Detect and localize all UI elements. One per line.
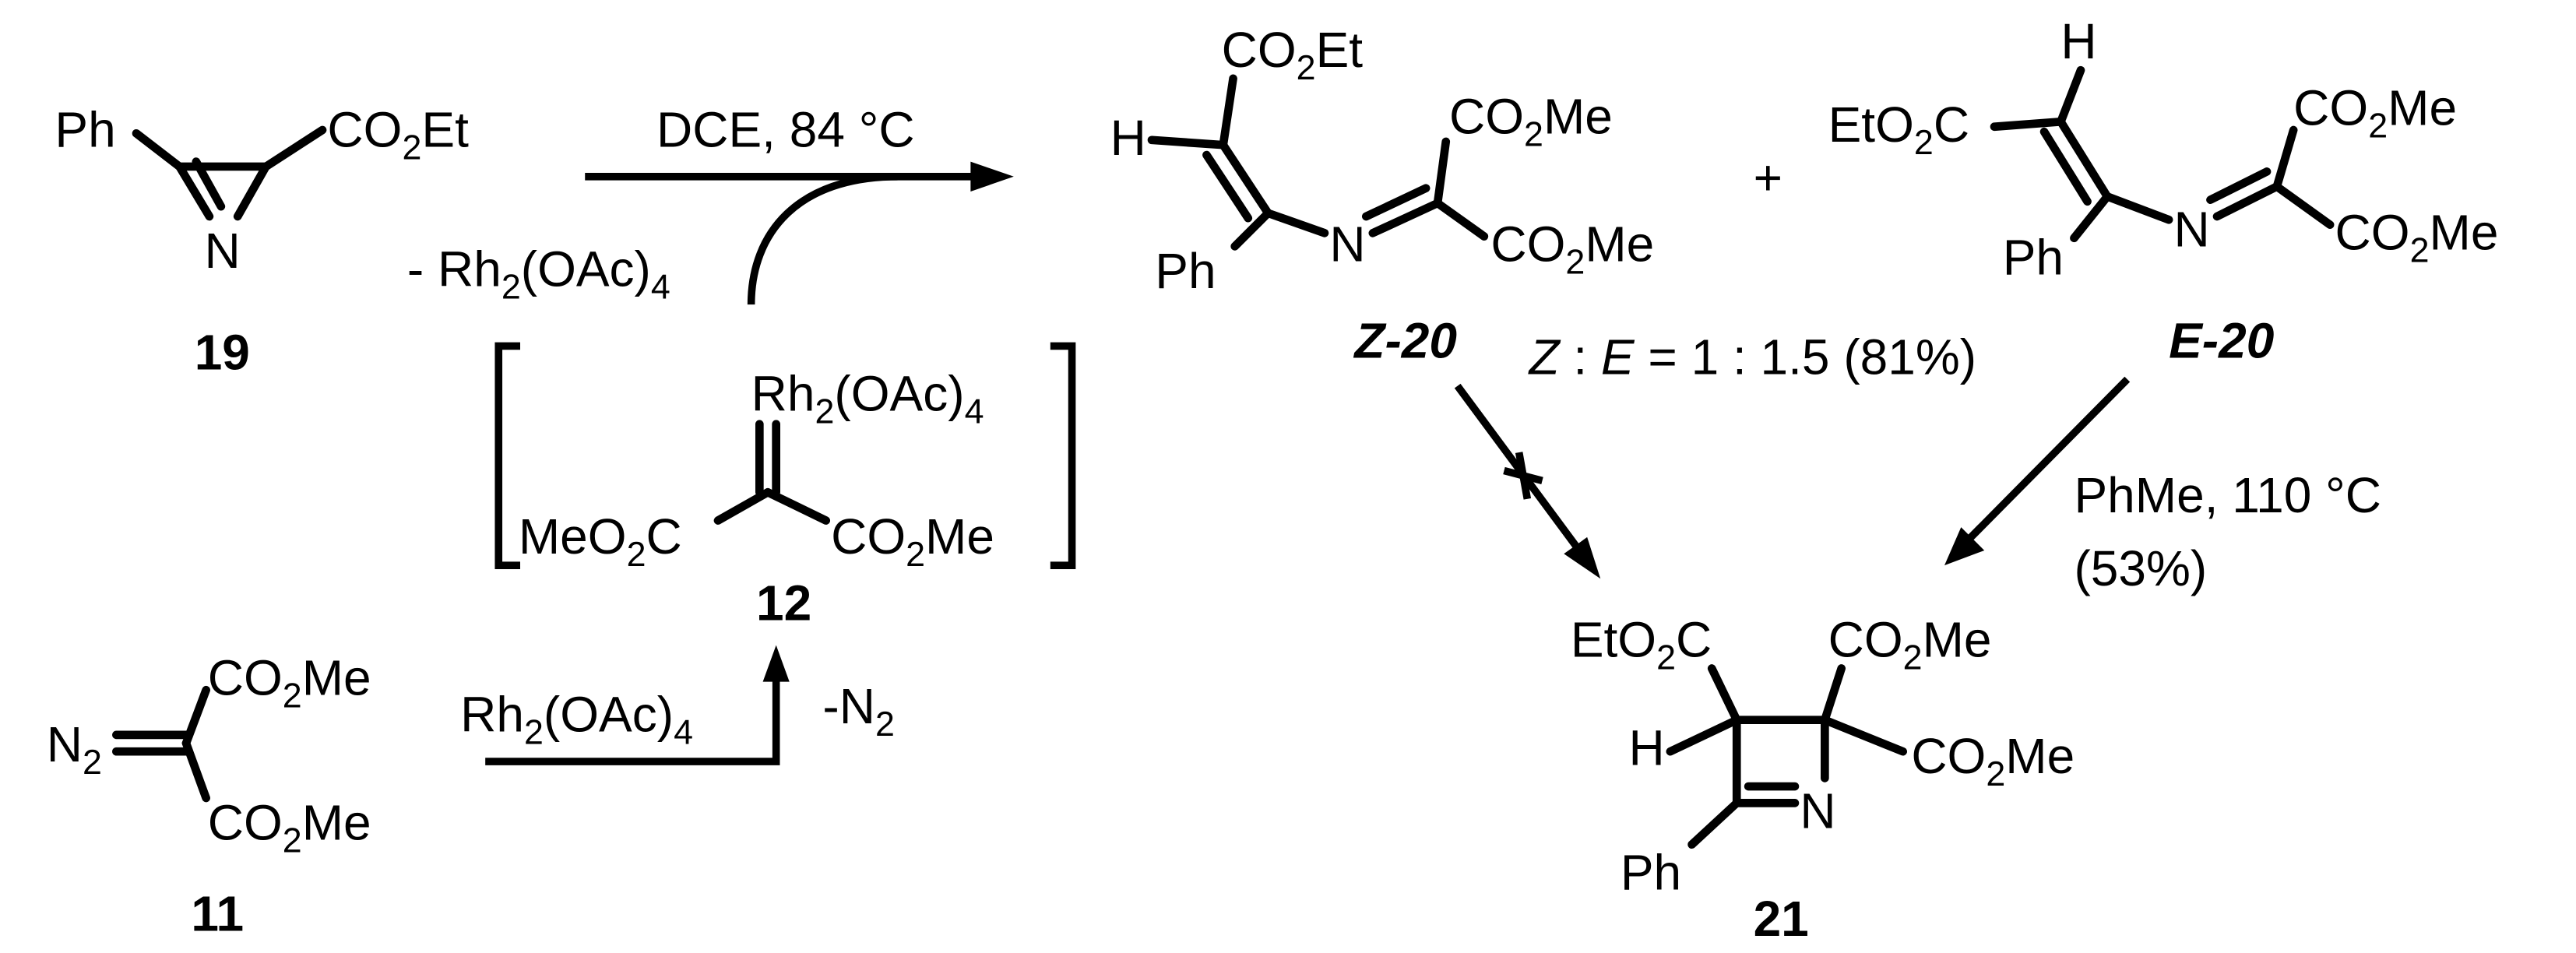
- bond: [1147, 135, 1228, 149]
- bond: [1433, 199, 1489, 241]
- bond: [1368, 199, 1442, 237]
- compound-Z-20: CO2Et H Ph N CO2Me CO2Me Z-20: [1110, 22, 1655, 368]
- cross-mark: [1515, 452, 1532, 500]
- bond: [1219, 74, 1237, 149]
- reaction-arrow-e20: PhMe, 110 °C (53%): [1944, 376, 2381, 596]
- ester-label-co2me: CO2Me: [2293, 80, 2457, 146]
- compound-number: 21: [1754, 891, 1809, 947]
- ester-label-co2me: CO2Me: [1828, 612, 1992, 677]
- azetine-nitrogen: N: [1800, 782, 1835, 839]
- phenyl-label: Ph: [2003, 230, 2064, 286]
- compound-number: 11: [191, 886, 244, 942]
- bond: [1821, 664, 1846, 724]
- ester-label-co2me: CO2Me: [208, 650, 371, 716]
- imine-nitrogen: N: [1329, 216, 1365, 273]
- bond: [181, 739, 210, 803]
- compound-11: N2 CO2Me CO2Me 11: [47, 650, 371, 942]
- ester-label-co2me: CO2Me: [831, 508, 994, 574]
- condition-yield: (53%): [2074, 540, 2207, 596]
- intermediate-12: Rh2(OAc)4 MeO2C CO2Me 12: [494, 342, 1076, 631]
- bond: [2070, 192, 2112, 243]
- phenyl-label: Ph: [55, 101, 115, 157]
- bond: [1219, 140, 1272, 218]
- condition-minus-rh: - Rh2(OAc)4: [407, 241, 670, 307]
- left-bracket: [494, 342, 521, 569]
- bond: [1361, 184, 1431, 221]
- condition-dce: DCE, 84 °C: [656, 101, 915, 157]
- bond: [2103, 192, 2173, 224]
- vinyl-hydrogen: H: [2060, 13, 2096, 69]
- ester-label-meo2c: MeO2C: [519, 508, 682, 574]
- bond: [262, 125, 327, 171]
- bond: [2272, 182, 2335, 230]
- bond: [2057, 118, 2112, 201]
- compound-number: Z-20: [1353, 312, 1457, 368]
- compound-E-20: H EtO2C Ph N CO2Me CO2Me E-20: [1828, 13, 2499, 368]
- diazo-label: N2: [47, 716, 102, 782]
- blocked-arrow: [1454, 383, 1601, 579]
- carbene-formation-arrow: Rh2(OAc)4 -N2: [460, 645, 895, 765]
- ester-label-co2me: CO2Me: [208, 794, 371, 860]
- ester-label-co2et: CO2Et: [1222, 22, 1364, 87]
- bond: [2272, 125, 2298, 191]
- rhodium-label: Rh2(OAc)4: [751, 366, 984, 431]
- ester-label-co2me: CO2Me: [2335, 205, 2499, 270]
- ester-label-co2et: CO2Et: [327, 101, 469, 167]
- right-bracket: [1050, 342, 1076, 569]
- bond: [713, 487, 772, 525]
- curved-arrow: [747, 172, 898, 305]
- bond: [1230, 209, 1272, 251]
- condition-rh-catalyst: Rh2(OAc)4: [460, 687, 693, 752]
- bond: [2039, 127, 2092, 206]
- ester-label-co2me: CO2Me: [1449, 88, 1613, 153]
- plus-sign: +: [1754, 149, 1782, 206]
- condition-phme: PhMe, 110 °C: [2074, 467, 2381, 523]
- compound-number: 12: [756, 575, 811, 631]
- compound-number: 19: [195, 324, 250, 380]
- bond: [1264, 209, 1329, 237]
- bond: [2206, 167, 2272, 204]
- bond: [175, 162, 214, 221]
- bond: [1666, 716, 1741, 756]
- condition-minus-n2: -N2: [822, 678, 894, 744]
- ester-label-eto2c: EtO2C: [1828, 97, 1969, 162]
- azirine-nitrogen: N: [205, 223, 241, 279]
- ester-label-eto2c: EtO2C: [1571, 612, 1712, 677]
- bond: [1202, 150, 1253, 223]
- bond: [192, 157, 226, 211]
- bond: [233, 162, 270, 221]
- ring-hydrogen: H: [1629, 719, 1665, 775]
- bond: [2057, 65, 2085, 126]
- bond: [1707, 664, 1741, 724]
- bond: [763, 487, 831, 525]
- phenyl-label: Ph: [1155, 243, 1216, 299]
- ratio-annotation: Z : E = 1 : 1.5 (81%): [1527, 329, 1976, 385]
- bond: [132, 128, 184, 171]
- phenyl-label: Ph: [1621, 844, 1681, 900]
- imine-nitrogen: N: [2174, 201, 2210, 257]
- ester-label-co2me: CO2Me: [1911, 728, 2075, 793]
- compound-21: EtO2C CO2Me H CO2Me N Ph 21: [1571, 612, 2075, 948]
- bond: [1687, 799, 1741, 849]
- compound-number: E-20: [2169, 312, 2274, 368]
- bond: [181, 685, 210, 747]
- bond: [1433, 137, 1451, 208]
- ratio-text: Z : E = 1 : 1.5 (81%): [1527, 329, 1976, 385]
- bond: [2212, 182, 2282, 221]
- compound-19: Ph CO2Et N 19: [55, 101, 469, 380]
- vinyl-hydrogen: H: [1110, 110, 1146, 166]
- bond: [1821, 716, 1907, 756]
- ester-label-co2me: CO2Me: [1490, 216, 1654, 282]
- reaction-arrow-top: DCE, 84 °C - Rh2(OAc)4: [407, 101, 1014, 307]
- bond: [1990, 118, 2065, 132]
